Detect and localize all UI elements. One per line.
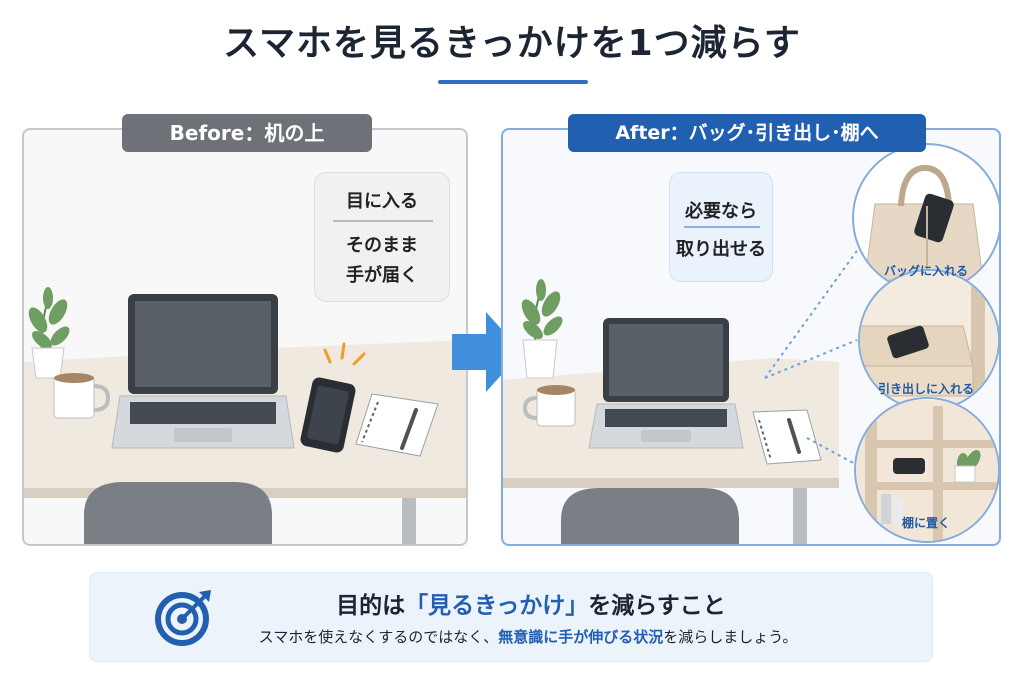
before-tag: Before：机の上 — [122, 114, 372, 152]
plant-icon — [521, 279, 563, 379]
after-callout: 必要なら 取り出せる — [669, 172, 773, 282]
chair — [561, 488, 739, 544]
goal-subtitle: スマホを使えなくするのではなく、無意識に手が伸びる状況を減らしましょう。 — [218, 626, 838, 647]
laptop-icon — [111, 294, 295, 449]
goal-title-highlight: 「見るきっかけ」 — [405, 593, 589, 619]
target-icon — [155, 590, 211, 646]
bag-option-illustration — [852, 143, 999, 293]
connector-lines — [764, 247, 860, 467]
desk-leg — [793, 488, 807, 544]
mug-icon — [522, 385, 576, 427]
notebook-icon — [752, 409, 822, 465]
after-callout-line1: 必要なら — [685, 201, 757, 222]
option-label-drawer: 引き出しに入れる — [877, 382, 974, 396]
before-callout: 目に入る そのまま 手が届く — [314, 172, 450, 302]
transition-arrow-icon — [452, 312, 522, 392]
goal-box — [89, 572, 933, 662]
plant-icon — [28, 287, 70, 379]
option-label-shelf: 棚に置く — [901, 516, 950, 530]
page-title: スマホを見るきっかけを1つ減らす — [223, 23, 801, 64]
desk-edge — [503, 478, 839, 488]
drawer-option-illustration — [858, 269, 999, 411]
chair — [84, 482, 272, 544]
before-desk-illustration — [24, 287, 466, 544]
after-callout-divider — [684, 226, 760, 228]
before-callout-line2b: 手が届く — [346, 265, 418, 286]
after-callout-line2: 取り出せる — [676, 239, 766, 260]
goal-title-pre: 目的は — [336, 593, 406, 619]
alert-marks — [323, 342, 366, 366]
after-desk-illustration — [503, 143, 999, 544]
goal-sub-post: を減らしましょう。 — [663, 628, 798, 646]
title-underline — [438, 80, 588, 84]
mug-icon — [53, 373, 111, 419]
goal-title-post: を減らすこと — [588, 593, 726, 619]
after-panel — [501, 128, 1001, 546]
goal-sub-pre: スマホを使えなくするのではなく、 — [258, 628, 499, 646]
after-tag: After：バッグ･引き出し･棚へ — [568, 114, 926, 152]
phone-icon — [300, 377, 356, 453]
goal-sub-highlight: 無意識に手が伸びる状況 — [498, 628, 664, 646]
before-callout-divider — [333, 220, 433, 222]
before-callout-line2a: そのまま — [346, 235, 418, 256]
before-callout-line1: 目に入る — [346, 191, 418, 212]
shelf-option-illustration — [854, 397, 999, 543]
option-label-bag: バッグに入れる — [883, 264, 968, 278]
desk-leg — [402, 498, 416, 544]
laptop-icon — [588, 318, 744, 449]
notebook-icon — [355, 393, 439, 457]
goal-title: 目的は「見るきっかけ」を減らすこと — [196, 586, 866, 620]
